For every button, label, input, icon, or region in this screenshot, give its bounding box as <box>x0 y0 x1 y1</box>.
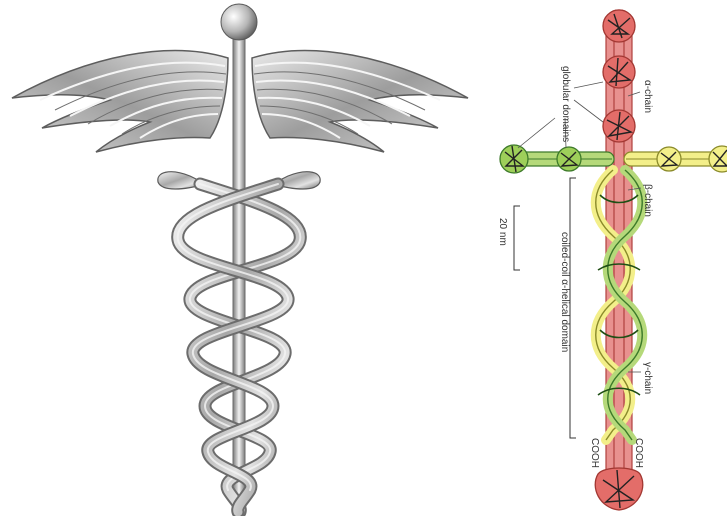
right-wing <box>252 51 468 152</box>
beta-globular-domain-inner <box>557 147 581 171</box>
alpha-globular-domain-3 <box>603 110 635 142</box>
staff-orb <box>221 4 257 40</box>
beta-chain-label: β-chain <box>642 184 653 217</box>
gamma-chain-label: γ-chain <box>642 362 653 394</box>
scale-bar-label: 20 nm <box>497 218 508 246</box>
alpha-globular-domain-2 <box>603 56 635 88</box>
gamma-globular-domain-inner <box>657 147 681 171</box>
alpha-chain-label: α-chain <box>642 80 653 113</box>
fibrinogen-diagram: globular domains α-chain β-chain 20 nm c… <box>497 10 727 510</box>
coiled-coil-label: coiled-coil α-helical domain <box>559 232 570 352</box>
cooh-right-label: COOH <box>633 438 644 468</box>
scale-bar <box>514 206 520 270</box>
beta-globular-domain-outer <box>500 145 528 173</box>
globular-domains-label: globular domains <box>560 66 571 142</box>
caduceus-icon <box>12 4 468 512</box>
left-wing <box>12 51 228 152</box>
alpha-c-terminal-domain <box>595 468 643 510</box>
cooh-left-label: COOH <box>589 438 600 468</box>
alpha-globular-domain-1 <box>603 10 635 42</box>
gamma-globular-domain-outer <box>709 146 727 172</box>
